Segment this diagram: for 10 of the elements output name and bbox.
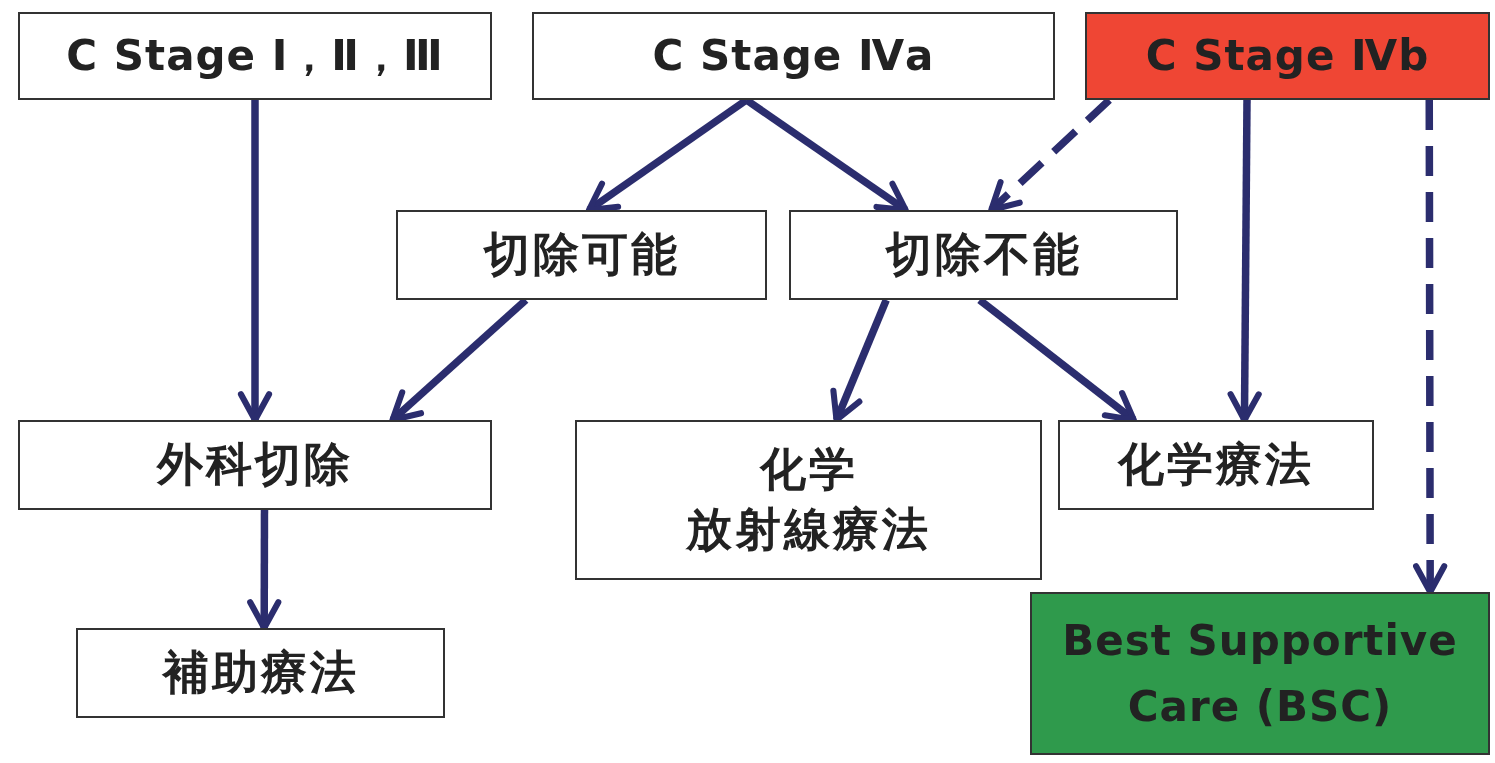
treatment-box: 補助療法 xyxy=(76,628,445,718)
treatment-box: 化学放射線療法 xyxy=(575,420,1042,580)
stage-box: C Stage Ⅰ，Ⅱ，Ⅲ xyxy=(18,12,492,100)
resectability-box: 切除不能 xyxy=(789,210,1178,300)
stage-box: C Stage Ⅳa xyxy=(532,12,1055,100)
treatment-box: Best Supportive Care (BSC) xyxy=(1030,592,1490,755)
treatment-box: 化学療法 xyxy=(1058,420,1374,510)
treatment-box: 外科切除 xyxy=(18,420,492,510)
resectability-box: 切除可能 xyxy=(396,210,767,300)
stage-box: C Stage Ⅳb xyxy=(1085,12,1490,100)
